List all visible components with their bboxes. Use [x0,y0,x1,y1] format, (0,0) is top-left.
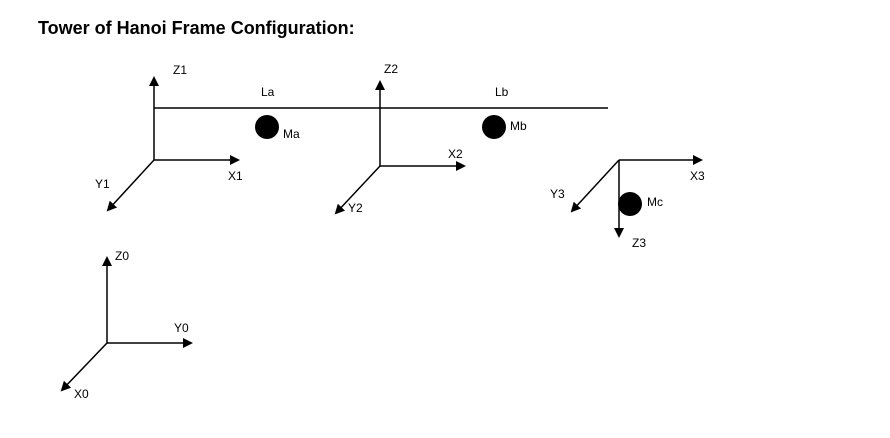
frame-1: Z1 X1 Y1 [95,63,243,212]
diagram-title: Tower of Hanoi Frame Configuration: [38,18,355,38]
frame1-x-label: X1 [228,169,243,183]
frame1-y-axis [106,159,155,212]
frame-3: X3 Y3 Z3 [550,155,705,250]
frame-0: Z0 Y0 X0 [60,249,193,401]
mass-a-dot [255,115,279,139]
frame3-y-axis [570,159,620,213]
frame3-z-label: Z3 [632,236,646,250]
mass-c-dot [618,192,642,216]
frame2-x-label: X2 [448,147,463,161]
frame0-z-label: Z0 [115,249,129,263]
mass-b-dot [482,115,506,139]
frame2-y-label: Y2 [348,201,363,215]
frame3-y-label: Y3 [550,187,565,201]
link-b-label: Lb [495,85,509,99]
mass-b-label: Mb [510,119,527,133]
frame0-x-axis [60,342,108,392]
frame1-y-label: Y1 [95,177,110,191]
frame-2: Z2 X2 Y2 [334,62,466,215]
link-a-label: La [261,85,275,99]
frame3-x-label: X3 [690,169,705,183]
frame1-z-label: Z1 [173,63,187,77]
frame2-z-label: Z2 [384,62,398,76]
mass-c-label: Mc [647,195,663,209]
frame2-y-axis [334,165,381,215]
mass-a-label: Ma [283,127,300,141]
frame0-y-label: Y0 [174,321,189,335]
frame0-x-label: X0 [74,387,89,401]
